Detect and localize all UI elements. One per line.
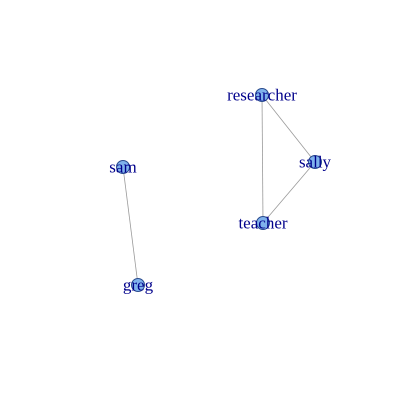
edge-sally-teacher — [262, 161, 316, 224]
edge-researcher-teacher — [261, 94, 264, 224]
node-greg — [131, 278, 145, 292]
node-label-teacher: teacher — [238, 214, 287, 233]
edge-researcher-sally — [261, 94, 316, 163]
node-label-sam: sam — [109, 158, 136, 177]
labels-layer: researcher sally teacher sam greg — [109, 86, 331, 295]
node-teacher — [256, 216, 270, 230]
node-sally — [308, 155, 322, 169]
node-label-researcher: researcher — [227, 86, 297, 105]
node-label-greg: greg — [123, 276, 154, 295]
node-label-sally: sally — [299, 153, 332, 172]
edges-layer — [122, 94, 316, 286]
node-sam — [116, 160, 130, 174]
edge-sam-greg — [122, 166, 139, 286]
nodes-layer — [116, 88, 322, 292]
node-researcher — [255, 88, 269, 102]
